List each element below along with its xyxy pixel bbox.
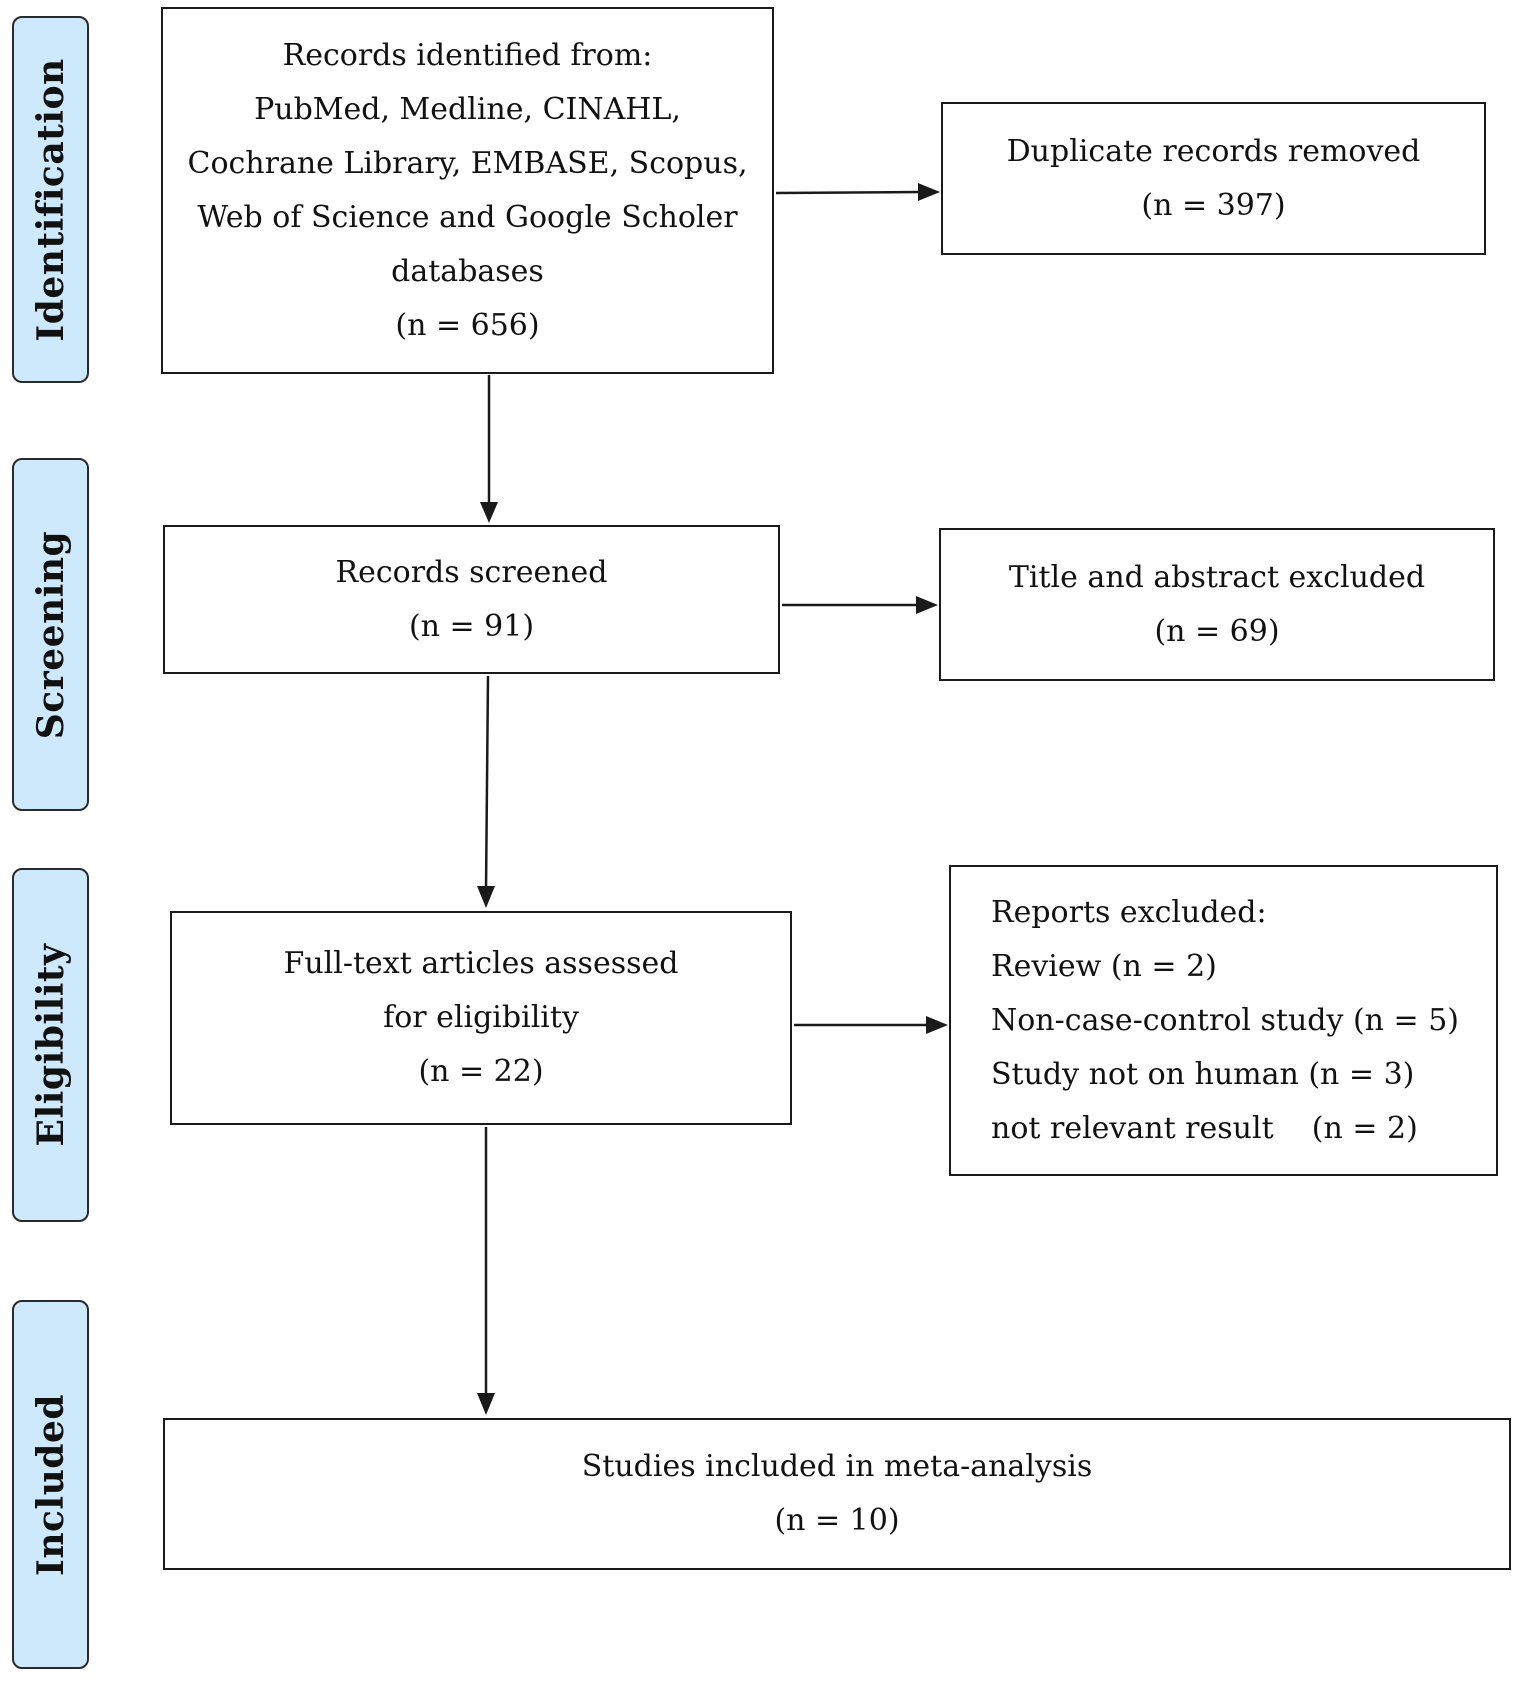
- title-abstract-excluded-count: (n = 69): [1154, 613, 1280, 649]
- duplicates-removed-label: Duplicate records removed: [1006, 133, 1421, 169]
- arrowhead-assessed-to-included: [477, 1393, 495, 1415]
- stage-label-screening: Screening: [29, 530, 72, 739]
- arrow-identified-to-duplicates: [775, 190, 923, 195]
- reports-excluded-box: Reports excluded: Review (n = 2) Non-cas…: [949, 865, 1498, 1176]
- records-screened-count: (n = 91): [408, 608, 535, 644]
- records-identified-line-3: Cochrane Library, EMBASE, Scopus,: [187, 145, 748, 181]
- stage-tab-identification: Identification: [12, 16, 89, 383]
- reports-excluded-not-human: Study not on human (n = 3): [991, 1056, 1415, 1092]
- reports-excluded-non-case-control: Non-case-control study (n = 5): [991, 1002, 1460, 1038]
- stage-tab-screening: Screening: [12, 458, 89, 811]
- title-abstract-excluded-box: Title and abstract excluded (n = 69): [939, 528, 1495, 681]
- records-identified-line-5: databases: [391, 253, 544, 289]
- records-identified-line-1: Records identified from:: [282, 37, 653, 73]
- arrowhead-identified-to-duplicates: [918, 183, 940, 201]
- full-text-assessed-line-1: Full-text articles assessed: [283, 946, 679, 981]
- full-text-assessed-line-2: for eligibility: [383, 1000, 579, 1035]
- records-screened-box: Records screened (n = 91): [163, 525, 780, 674]
- records-identified-line-2: PubMed, Medline, CINAHL,: [254, 91, 681, 127]
- arrowhead-screened-to-assessed: [477, 886, 495, 908]
- stage-label-included: Included: [29, 1393, 72, 1576]
- records-identified-box: Records identified from: PubMed, Medline…: [161, 7, 774, 374]
- duplicates-removed-count: (n = 397): [1141, 187, 1286, 223]
- records-identified-line-4: Web of Science and Google Scholer: [197, 199, 738, 235]
- stage-tab-included: Included: [12, 1300, 89, 1669]
- stage-label-identification: Identification: [29, 57, 72, 342]
- full-text-assessed-count: (n = 22): [418, 1054, 544, 1089]
- stage-tab-eligibility: Eligibility: [12, 868, 89, 1222]
- stage-label-eligibility: Eligibility: [29, 943, 72, 1147]
- reports-excluded-heading: Reports excluded:: [991, 894, 1267, 930]
- arrowhead-screened-to-title-excluded: [916, 596, 938, 614]
- studies-included-label: Studies included in meta-analysis: [581, 1449, 1093, 1484]
- arrowhead-assessed-to-reports-excluded: [926, 1016, 948, 1034]
- reports-excluded-not-relevant: not relevant result (n = 2): [991, 1110, 1418, 1146]
- studies-included-box: Studies included in meta-analysis (n = 1…: [163, 1418, 1511, 1570]
- records-screened-label: Records screened: [335, 554, 608, 590]
- reports-excluded-review: Review (n = 2): [991, 948, 1217, 984]
- duplicates-removed-box: Duplicate records removed (n = 397): [941, 102, 1486, 255]
- arrow-screened-to-assessed: [484, 675, 490, 891]
- title-abstract-excluded-label: Title and abstract excluded: [1008, 559, 1426, 595]
- arrowhead-identified-to-screened: [480, 502, 498, 523]
- studies-included-count: (n = 10): [774, 1503, 900, 1538]
- records-identified-count: (n = 656): [395, 307, 540, 343]
- full-text-assessed-box: Full-text articles assessed for eligibil…: [170, 911, 792, 1125]
